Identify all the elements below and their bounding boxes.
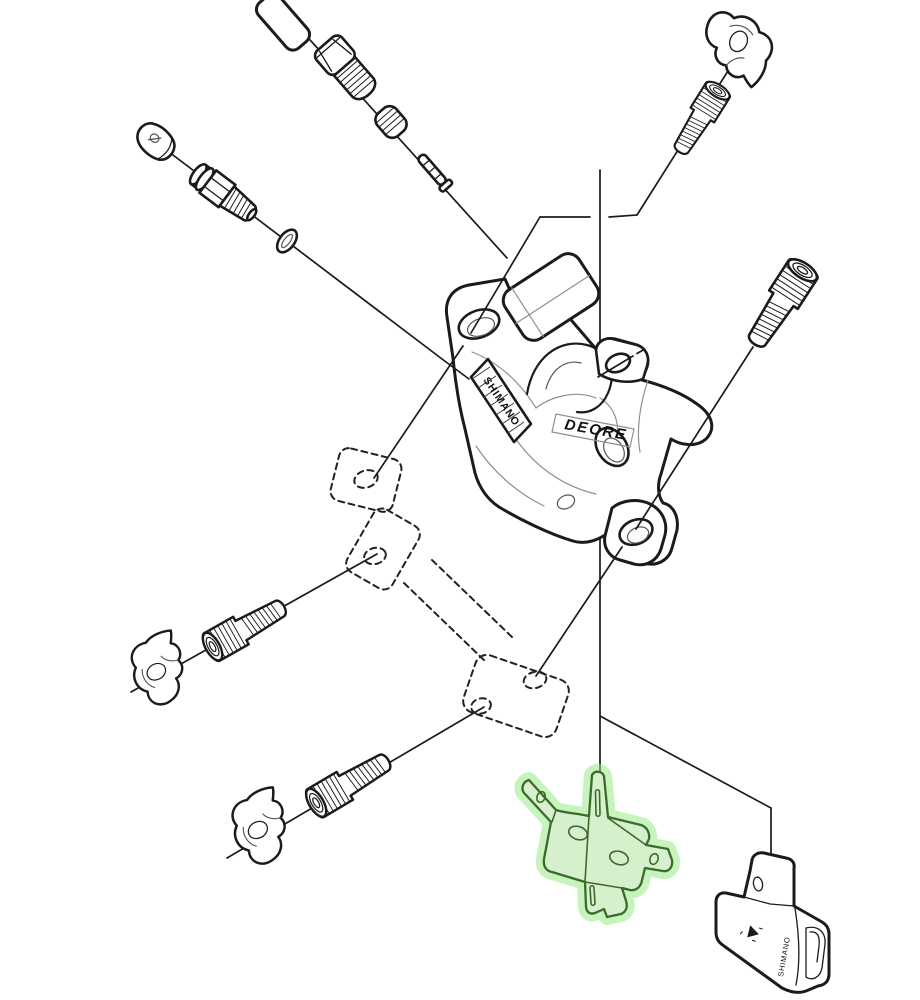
olive-bushing <box>374 104 408 140</box>
o-ring <box>275 228 299 254</box>
fixing-screw-top <box>666 77 734 161</box>
pad-spacer-body <box>521 770 674 919</box>
material-symbol-icon <box>739 925 763 942</box>
mount-adapter-dashed <box>329 447 570 739</box>
brake-caliper-body: SHIMANO DEORE <box>444 252 714 567</box>
hose-clip-left <box>118 625 203 713</box>
bleed-block: SHIMANO <box>714 851 831 994</box>
hose-bolt <box>313 34 377 101</box>
bleed-screw <box>188 162 258 222</box>
caliper-fixing-bolt-right <box>738 253 823 355</box>
leader-line-overlays <box>373 216 754 677</box>
bleed-nipple-cap <box>136 122 176 161</box>
hose-mount-boss <box>501 252 601 342</box>
hose-cover <box>254 0 312 52</box>
pad-spacer-highlighted[interactable] <box>514 763 681 925</box>
hose-clip-top <box>690 2 783 91</box>
hose-clip-bottom <box>219 782 306 873</box>
pad-spacer-details <box>535 788 660 907</box>
fixing-bolt-bottom <box>300 744 398 822</box>
connecting-pin <box>417 153 454 193</box>
fixing-bolt-left <box>197 591 294 666</box>
